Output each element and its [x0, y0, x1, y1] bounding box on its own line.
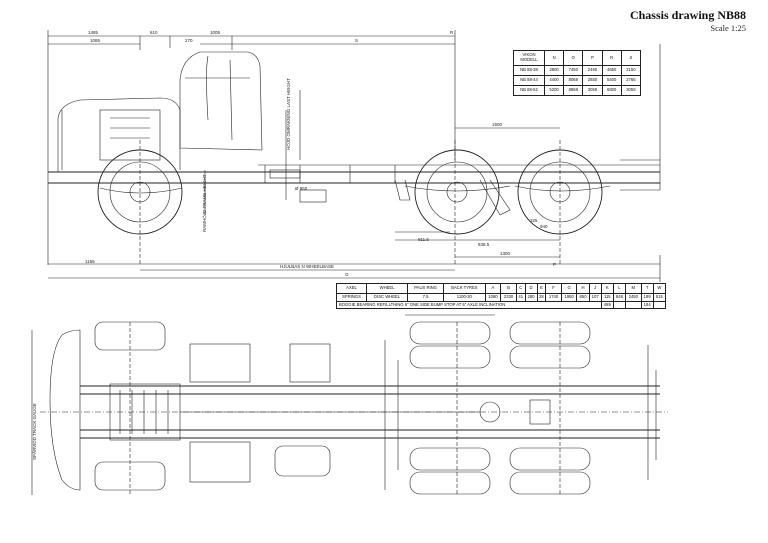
dim-top-s: S — [355, 38, 358, 43]
spec-table-row: BOGGIE BEARING REFILLTHING 6" ONE SIDE B… — [336, 301, 667, 309]
spec-table: AXEL WHEEL PAUS RING BACK TYRES A B C D … — [335, 283, 667, 309]
dim-811: 811.5 — [418, 237, 429, 242]
dim-top-610: 610 — [150, 30, 158, 35]
model-table: VIKON MODELL N O P R S NB 88-38 3800 745… — [513, 50, 642, 96]
spec-cell — [652, 301, 667, 309]
dim-325: 325 — [530, 218, 538, 223]
model-table-row: NB 88-52 5200 8868 3059 6800 3059 — [513, 85, 642, 96]
label-frame-height: RAMHÖJD FRAME HEIGHT — [201, 174, 207, 232]
spec-cell: 489 — [600, 301, 614, 309]
spec-table-header: AXEL WHEEL PAUS RING BACK TYRES A B C D … — [335, 283, 667, 294]
dim-940: 940 — [540, 224, 548, 229]
label-cab-height: HOJD OMRAKNING LAST HEIGHT — [286, 78, 291, 150]
side-view — [48, 51, 661, 282]
dim-overall: O — [345, 272, 349, 277]
dim-838: 838.5 — [478, 242, 490, 247]
dim-top-1065: 1065 — [90, 38, 101, 43]
model-table-row: NB 88-44 4400 8068 2650 5400 2765 — [513, 75, 642, 86]
top-dimension-lines — [47, 30, 661, 265]
model-table-cell: 3059 — [620, 85, 642, 96]
label-track-gauge: SPÅRVIDD TRACK GAUGE — [31, 403, 37, 460]
dim-p: P — [553, 262, 556, 267]
model-table-header: VIKON MODELL N O P R S — [513, 50, 642, 66]
dim-1300: 1300 — [500, 251, 511, 256]
model-table-head-cell: VIKON MODELL — [513, 50, 545, 66]
dim-top-r: R — [450, 30, 454, 35]
dim-top-1485: 1485 — [88, 30, 99, 35]
plan-view — [31, 314, 668, 495]
dim-top-270: 270 — [185, 38, 193, 43]
dim-top-1005: 1005 — [210, 30, 221, 35]
dim-850: Ø 850 — [295, 186, 308, 191]
spec-cell — [612, 301, 626, 309]
drawing-title: Chassis drawing NB88 — [629, 8, 746, 22]
dim-1155: 1155 — [85, 259, 95, 264]
drawing-scale: Scale 1:25 — [710, 23, 746, 33]
dim-1500: 1500 — [492, 122, 503, 127]
model-table-row: NB 88-38 3800 7450 2460 4650 2150 — [513, 65, 642, 76]
dim-wheelbase: HJULBAS N WHEELBASE — [280, 264, 334, 269]
